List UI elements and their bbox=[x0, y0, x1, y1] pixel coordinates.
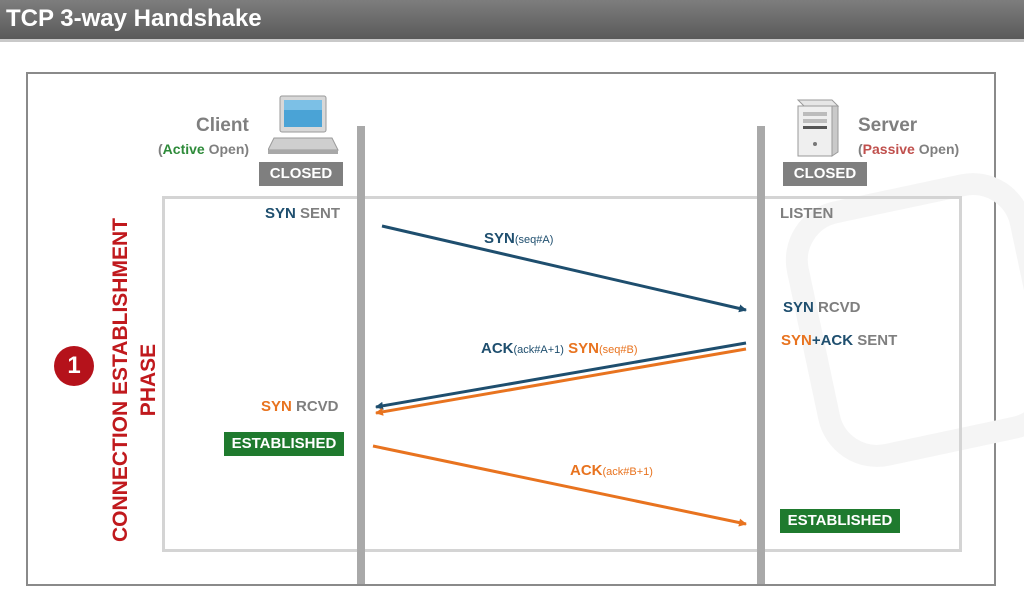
client-established-badge: ESTABLISHED bbox=[224, 432, 344, 456]
ack-message-label: ACK(ack#B+1) bbox=[570, 462, 653, 479]
final-ack-arrow bbox=[372, 444, 747, 527]
client-syn-sent: SYN SENT bbox=[265, 205, 341, 222]
title-bar: TCP 3-way Handshake bbox=[0, 0, 1024, 42]
syn-arrow bbox=[381, 224, 747, 313]
phase-number-badge: 1 bbox=[54, 346, 94, 386]
page-title: TCP 3-way Handshake bbox=[6, 5, 262, 32]
ack-return-arrow bbox=[375, 341, 747, 410]
client-name: Client bbox=[196, 115, 249, 136]
server-tower-icon bbox=[796, 99, 840, 157]
client-open-type: (Active Open) bbox=[158, 141, 250, 157]
client-timeline bbox=[357, 126, 365, 584]
laptop-icon bbox=[268, 95, 339, 154]
syn-return-arrow bbox=[375, 347, 747, 416]
diagram-frame bbox=[26, 72, 996, 586]
server-listen: LISTEN bbox=[780, 205, 834, 222]
server-closed-badge: CLOSED bbox=[783, 162, 867, 186]
server-syn-rcvd: SYN RCVD bbox=[783, 299, 861, 316]
phase-box bbox=[162, 196, 962, 552]
phase-label: CONNECTION ESTABLISHMENT PHASE bbox=[109, 218, 160, 542]
server-established-badge: ESTABLISHED bbox=[780, 509, 900, 533]
server-open-type: (Passive Open) bbox=[858, 141, 960, 157]
server-name: Server bbox=[858, 115, 918, 136]
server-timeline bbox=[757, 126, 765, 584]
client-syn-rcvd: SYN RCVD bbox=[261, 398, 339, 415]
server-synack-sent: SYN+ACK SENT bbox=[781, 332, 898, 349]
synack-message-label: ACK(ack#A+1) SYN(seq#B) bbox=[481, 340, 638, 357]
client-closed-badge: CLOSED bbox=[259, 162, 343, 186]
syn-message-label: SYN(seq#A) bbox=[484, 230, 554, 247]
